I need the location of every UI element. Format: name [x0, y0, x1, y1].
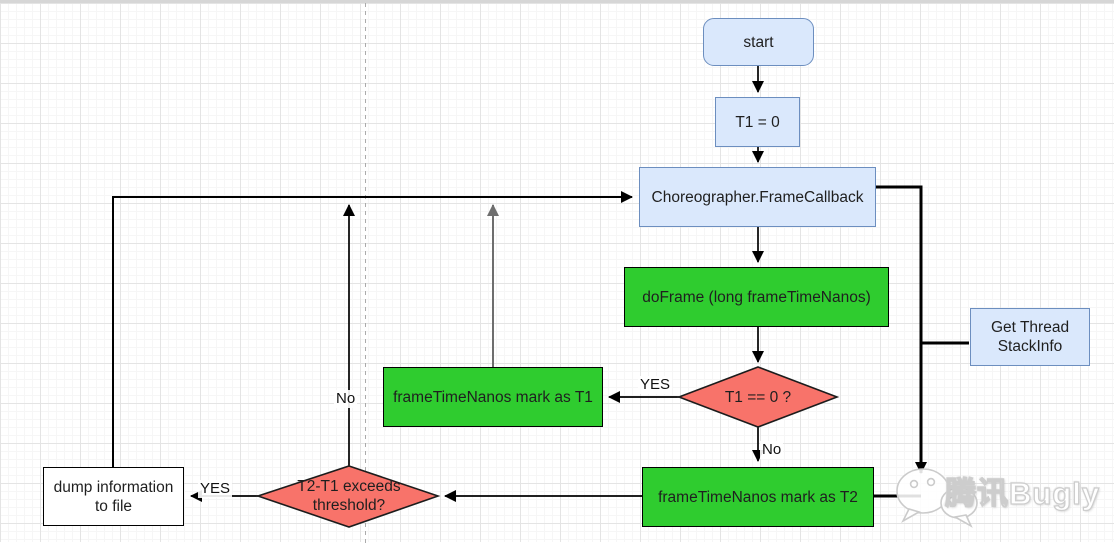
edge-label-t1-yes: YES	[638, 376, 673, 394]
watermark-brand-text: 腾讯Bugly	[944, 475, 1101, 511]
node-start: start	[703, 18, 814, 66]
node-frame-callback: Choreographer.FrameCallback	[639, 167, 876, 227]
node-do-frame: doFrame (long frameTimeNanos)	[624, 267, 889, 327]
decision-threshold-check-label: T2-T1 exceeds threshold?	[297, 478, 401, 514]
decision-threshold-check	[255, 465, 441, 528]
decision-t1-check	[676, 366, 840, 428]
edge-label-threshold-no: No	[334, 390, 358, 408]
decision-t1-check-label: T1 == 0 ?	[724, 388, 792, 406]
tencent-bugly-watermark: 腾讯Bugly	[893, 458, 1113, 538]
node-mark-t1: frameTimeNanos mark as T1	[383, 367, 603, 427]
node-t1-init: T1 = 0	[715, 97, 800, 147]
node-mark-t2: frameTimeNanos mark as T2	[642, 467, 874, 527]
node-stack-info: Get Thread StackInfo	[970, 308, 1090, 366]
edge-label-t1-no: No	[760, 441, 784, 459]
node-dump-info: dump information to file	[43, 467, 184, 526]
connector-lines	[112, 3, 969, 545]
edge-label-threshold-yes: YES	[198, 480, 233, 498]
